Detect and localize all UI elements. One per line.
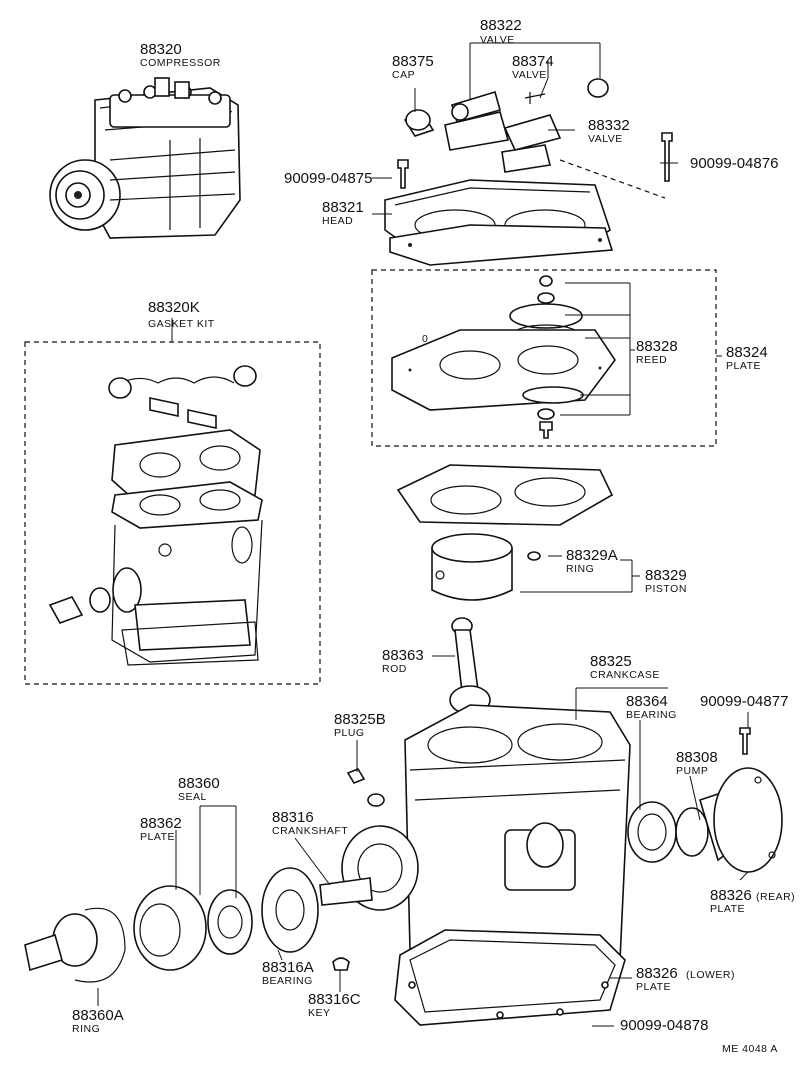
valve-main-number: 88322 (480, 17, 522, 34)
valve-side-number: 88332 (588, 117, 630, 134)
plate-lower-name: PLATE (636, 981, 671, 993)
valve-plate-name: PLATE (726, 360, 761, 372)
reed-name: REED (636, 354, 667, 366)
bearing-rear-name: BEARING (626, 709, 677, 721)
reed-plate-illustration (371, 269, 717, 447)
rod-illustration (449, 617, 491, 715)
valve-small-name: VALVE (512, 69, 547, 81)
plug-illustration (346, 768, 385, 807)
pump-name: PUMP (676, 765, 708, 777)
bolt-lower-number: 90099-04878 (620, 1017, 708, 1034)
plate-rear-qualifier: (REAR) (756, 891, 795, 903)
key-number: 88316C (308, 991, 361, 1008)
seal-ring-name: RING (72, 1023, 100, 1035)
crankshaft-illustration (319, 825, 419, 911)
piston-name: PISTON (645, 583, 687, 595)
cap-number: 88375 (392, 53, 434, 70)
plate-rear-name: PLATE (710, 903, 745, 915)
crankshaft-name: CRANKSHAFT (272, 825, 348, 837)
cap-name: CAP (392, 69, 415, 81)
pump-number: 88308 (676, 749, 718, 766)
head-name: HEAD (322, 215, 353, 227)
plate-rear-number: 88326 (710, 887, 752, 904)
piston-number: 88329 (645, 567, 687, 584)
bearing-front-number: 88316A (262, 959, 314, 976)
seal-name: SEAL (178, 791, 207, 803)
crankcase-name: CRANKCASE (590, 669, 660, 681)
callouts: 88320 COMPRESSOR 88320K GASKET KIT 88322… (72, 17, 795, 1055)
crankshaft-number: 88316 (272, 809, 314, 826)
compressor-number: 88320 (140, 41, 182, 58)
bearing-rear-number: 88364 (626, 693, 668, 710)
compressor-illustration (49, 77, 241, 239)
head-number: 88321 (322, 199, 364, 216)
plug-number: 88325B (334, 711, 386, 728)
crankcase-number: 88325 (590, 653, 632, 670)
valve-side-name: VALVE (588, 133, 623, 145)
piston-ring-number: 88329A (566, 547, 618, 564)
compressor-name: COMPRESSOR (140, 57, 221, 69)
bolt-rear-number: 90099-04877 (700, 693, 788, 710)
plug-name: PLUG (334, 727, 365, 739)
rod-number: 88363 (382, 647, 424, 664)
piston-ring-name: RING (566, 563, 594, 575)
reed-number: 88328 (636, 338, 678, 355)
diagram-code: ME 4048 A (722, 1043, 778, 1055)
plate-lower-qualifier: (LOWER) (686, 969, 735, 981)
seal-plate-number: 88362 (140, 815, 182, 832)
front-seal-illustration (24, 867, 350, 983)
bearing-front-name: BEARING (262, 975, 313, 987)
seal-ring-number: 88360A (72, 1007, 124, 1024)
bolt-right-number: 90099-04876 (690, 155, 778, 172)
plate-lower-number: 88326 (636, 965, 678, 982)
head-and-valves-illustration (384, 78, 673, 266)
valve-main-name: VALVE (480, 34, 515, 46)
seal-number: 88360 (178, 775, 220, 792)
piston-illustration (396, 464, 614, 601)
bolt-left-number: 90099-04875 (284, 170, 372, 187)
gasket-kit-number: 88320K (148, 299, 200, 316)
rod-name: ROD (382, 663, 407, 675)
leader-lines (97, 42, 749, 1027)
gasket-kit-name: GASKET KIT (148, 318, 215, 330)
rear-parts-illustration (627, 727, 783, 873)
key-name: KEY (308, 1007, 331, 1019)
reed-plate-mark: 0 (422, 333, 428, 345)
crankcase-illustration (394, 704, 631, 1026)
seal-plate-name: PLATE (140, 831, 175, 843)
valve-plate-number: 88324 (726, 344, 768, 361)
valve-small-number: 88374 (512, 53, 554, 70)
gasket-kit-illustration (24, 341, 321, 685)
